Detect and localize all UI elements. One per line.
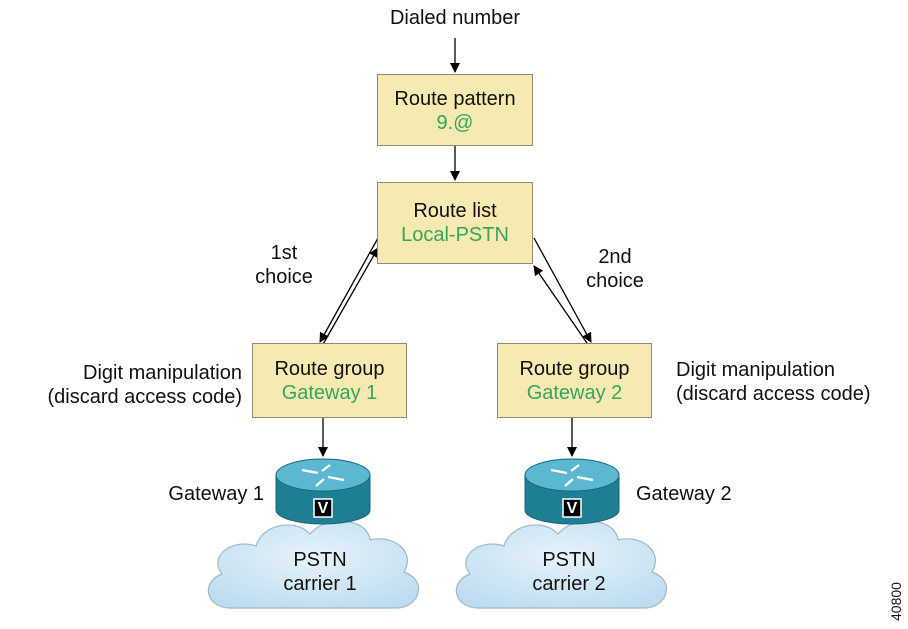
voice-badge-1: V bbox=[317, 500, 329, 517]
route-list-value: Local-PSTN bbox=[401, 224, 509, 246]
dialed-number-label: Dialed number bbox=[389, 7, 521, 29]
route-list-box: Route list Local-PSTN bbox=[377, 182, 533, 264]
pstn-cloud-2 bbox=[455, 520, 668, 609]
pstn-cloud-1-label: PSTN carrier 1 bbox=[255, 548, 385, 596]
arrow-list-to-group1 bbox=[319, 237, 379, 343]
arrow-group2-to-list bbox=[533, 265, 590, 347]
route-pattern-value: 9.@ bbox=[436, 112, 474, 134]
digit-manipulation-left-line1: Digit manipulation bbox=[83, 362, 242, 384]
pstn-cloud-2-label: PSTN carrier 2 bbox=[504, 548, 634, 596]
route-list-title: Route list bbox=[413, 200, 497, 222]
second-choice-line1: 2nd bbox=[598, 246, 632, 268]
arrow-list-to-group2 bbox=[533, 237, 592, 343]
digit-manipulation-right: Digit manipulation (discard access code) bbox=[676, 358, 904, 406]
pstn-cloud-1-line2: carrier 1 bbox=[283, 573, 357, 595]
route-group-box-2: Route group Gateway 2 bbox=[497, 343, 652, 418]
route-group-2-title: Route group bbox=[519, 358, 630, 380]
first-choice-line1: 1st bbox=[270, 242, 298, 264]
gateway-1-label: Gateway 1 bbox=[168, 483, 264, 505]
pstn-cloud-2-line2: carrier 2 bbox=[532, 573, 606, 595]
figure-number: 40800 bbox=[888, 582, 904, 621]
voice-badge-2: V bbox=[566, 500, 578, 517]
route-group-1-title: Route group bbox=[274, 358, 385, 380]
route-pattern-box: Route pattern 9.@ bbox=[377, 74, 533, 146]
pstn-cloud-2-line1: PSTN bbox=[542, 549, 596, 571]
arrow-group1-to-list bbox=[321, 247, 379, 347]
digit-manipulation-left-line2: (discard access code) bbox=[47, 386, 242, 408]
first-choice-line2: choice bbox=[255, 266, 313, 288]
voice-badge-2-bg bbox=[562, 498, 582, 518]
digit-manipulation-left: Digit manipulation (discard access code) bbox=[20, 361, 242, 409]
second-choice-label: 2nd choice bbox=[575, 245, 655, 293]
digit-manipulation-right-line1: Digit manipulation bbox=[676, 359, 835, 381]
route-group-box-1: Route group Gateway 1 bbox=[252, 343, 407, 418]
voice-badge-1-bg bbox=[313, 498, 333, 518]
pstn-cloud-1 bbox=[207, 520, 420, 609]
route-pattern-title: Route pattern bbox=[394, 88, 516, 110]
route-group-2-value: Gateway 2 bbox=[526, 382, 623, 404]
digit-manipulation-right-line2: (discard access code) bbox=[676, 383, 871, 405]
pstn-cloud-1-line1: PSTN bbox=[293, 549, 347, 571]
gateway-2-label: Gateway 2 bbox=[636, 483, 732, 505]
second-choice-line2: choice bbox=[586, 270, 644, 292]
route-group-1-value: Gateway 1 bbox=[281, 382, 378, 404]
first-choice-label: 1st choice bbox=[244, 241, 324, 289]
